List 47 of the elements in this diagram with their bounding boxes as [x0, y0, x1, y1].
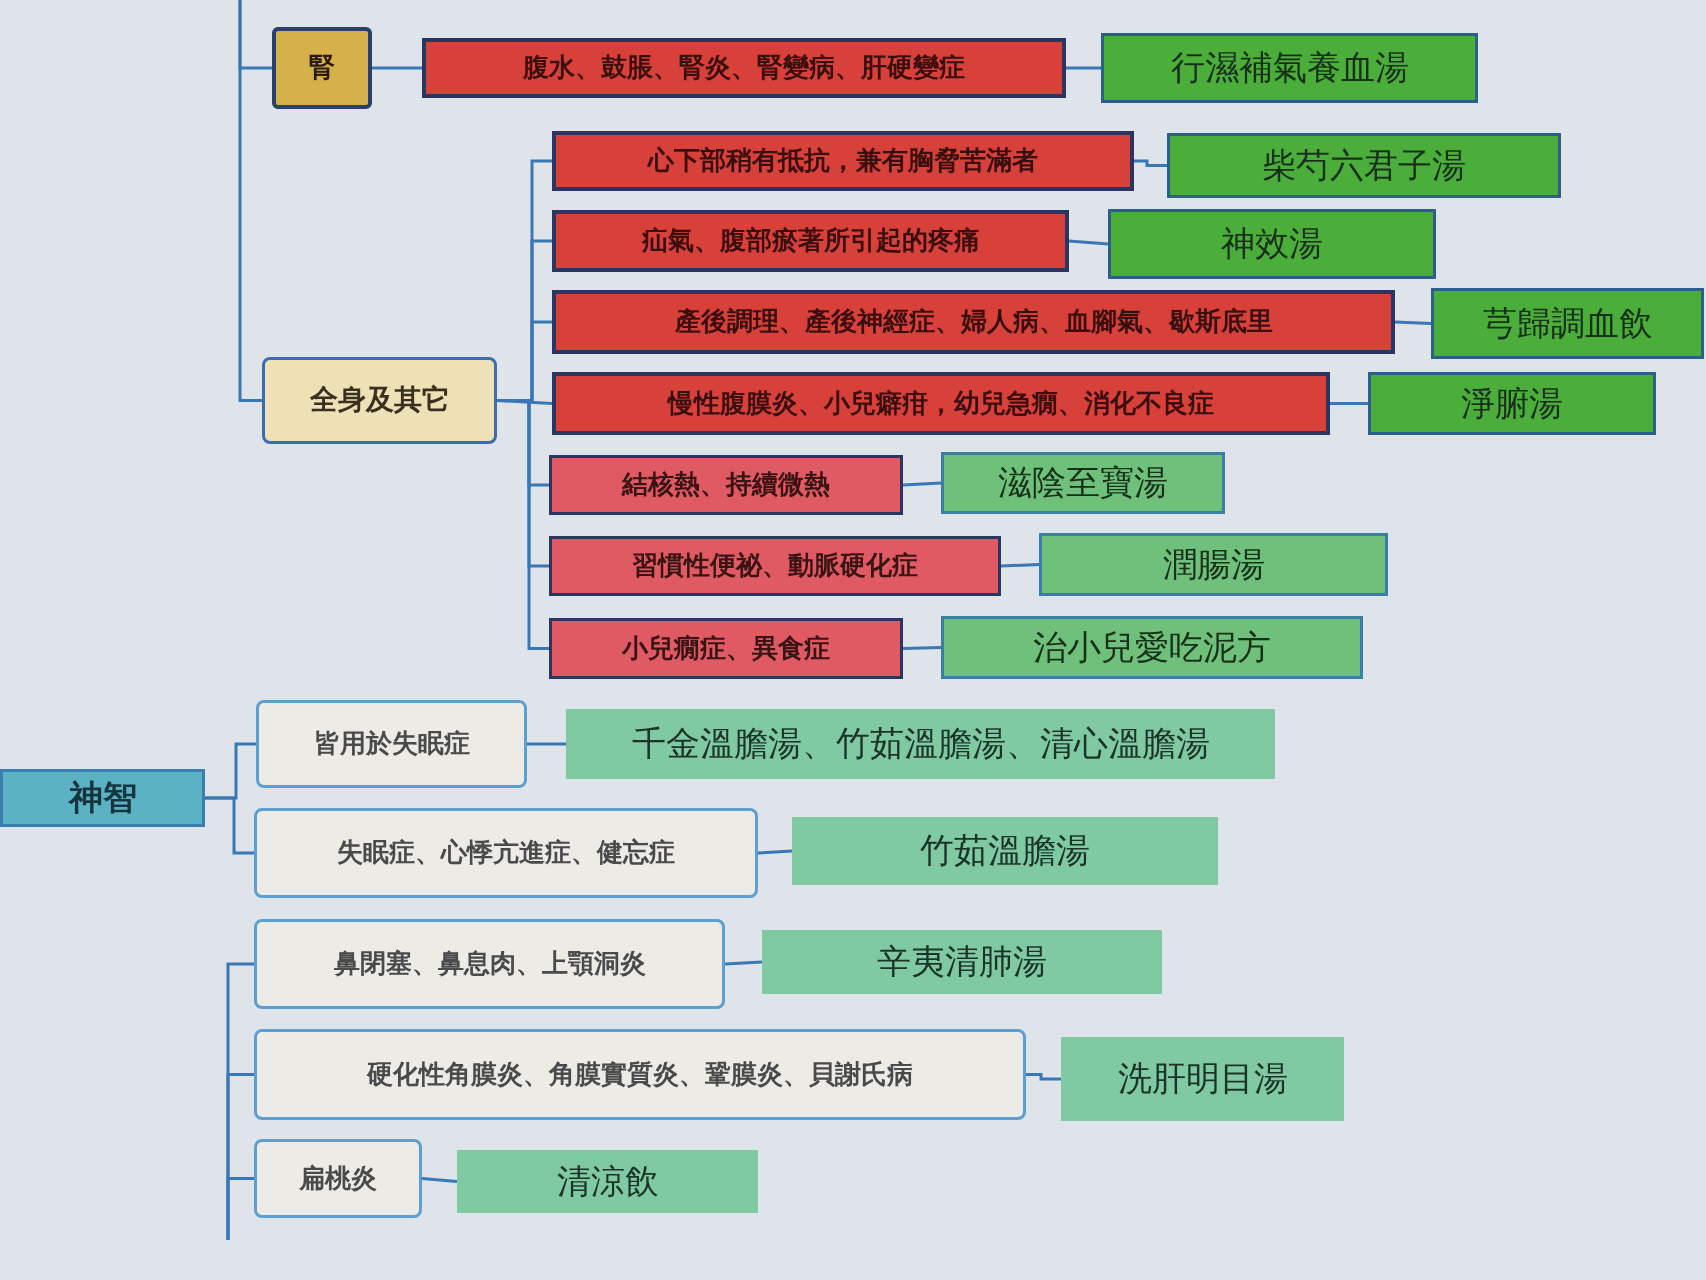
formula-box: 清涼飲 [457, 1150, 758, 1213]
connector-line [372, 66, 422, 70]
connector-line [527, 742, 566, 746]
connector-line [1000, 563, 1040, 568]
formula-box: 神效湯 [1108, 209, 1436, 279]
category-box: 全身及其它 [262, 357, 497, 444]
connector-line [1330, 402, 1368, 405]
symptom-box: 慢性腹膜炎、小兒癖疳，幼兒急癇、消化不良症 [552, 372, 1330, 435]
symptom-box: 結核熱、持續微熱 [549, 455, 903, 515]
connector-line [757, 849, 793, 855]
connector-line [724, 960, 763, 966]
connector-line [205, 796, 254, 855]
symptom-box: 扁桃炎 [254, 1139, 422, 1218]
formula-box: 治小兒愛吃泥方 [941, 616, 1363, 679]
connector-line [1134, 159, 1167, 167]
symptom-box: 習慣性便祕、動脈硬化症 [549, 536, 1001, 596]
connector-line [226, 1177, 254, 1240]
connector-line [1066, 66, 1101, 70]
symptom-box: 失眠症、心悸亢進症、健忘症 [254, 808, 758, 898]
symptom-box: 小兒癇症、異食症 [549, 618, 903, 679]
connector-line [1068, 239, 1109, 246]
connector-line [421, 1177, 458, 1183]
formula-box: 淨腑湯 [1368, 372, 1656, 435]
formula-box: 柴芍六君子湯 [1167, 133, 1561, 198]
symptom-box: 心下部稍有抵抗，兼有胸脅苦滿者 [552, 131, 1134, 191]
symptom-box: 腹水、鼓脹、腎炎、腎變病、肝硬變症 [422, 38, 1066, 98]
formula-box: 行濕補氣養血湯 [1101, 33, 1478, 103]
symptom-box: 疝氣、腹部瘀著所引起的疼痛 [552, 210, 1069, 272]
category-box: 神智 [0, 769, 205, 827]
connector-line [1394, 320, 1432, 325]
connector-line [497, 399, 549, 650]
symptom-box: 產後調理、產後神經症、婦人病、血腳氣、歇斯底里 [552, 290, 1395, 354]
symptom-box: 皆用於失眠症 [256, 700, 527, 788]
connector-line [1026, 1073, 1061, 1081]
formula-box: 辛夷清肺湯 [762, 930, 1162, 994]
formula-box: 芎歸調血飲 [1431, 288, 1704, 359]
symptom-box: 硬化性角膜炎、角膜實質炎、鞏膜炎、貝謝氏病 [254, 1029, 1026, 1120]
connector-line [902, 646, 942, 650]
connector-line [902, 481, 942, 487]
formula-box: 千金溫膽湯、竹茹溫膽湯、清心溫膽湯 [566, 709, 1275, 779]
symptom-box: 鼻閉塞、鼻息肉、上顎洞炎 [254, 919, 725, 1009]
formula-box: 竹茹溫膽湯 [792, 817, 1218, 885]
category-box: 腎 [272, 27, 372, 109]
formula-box: 滋陰至寶湯 [941, 452, 1225, 514]
formula-box: 潤腸湯 [1039, 533, 1388, 596]
connector-line [238, 0, 262, 402]
formula-box: 洗肝明目湯 [1061, 1037, 1344, 1121]
